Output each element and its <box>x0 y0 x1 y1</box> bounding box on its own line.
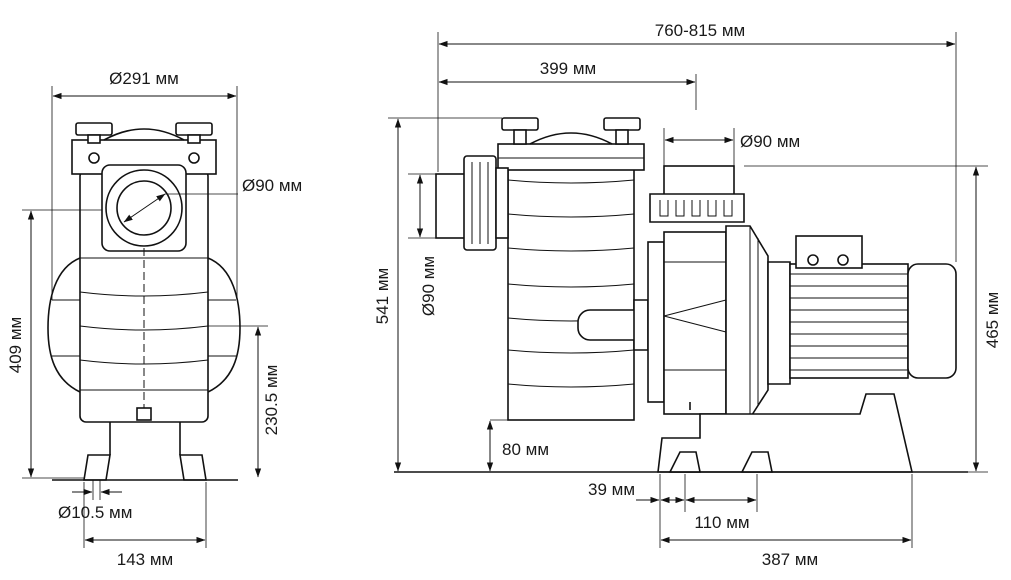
side-inlet-label: Ø90 мм <box>419 256 438 316</box>
volute <box>663 231 727 415</box>
side-outlet-height-label: 465 мм <box>983 292 1002 348</box>
front-view: Ø291 мм Ø90 мм 409 мм 230.5 мм Ø10.5 мм … <box>6 69 302 569</box>
right-housing-bulge <box>207 257 241 393</box>
side-outlet-pipe <box>663 165 735 197</box>
front-base-label: 143 мм <box>117 550 173 569</box>
side-base-length-label: 387 мм <box>762 550 818 569</box>
side-overall-length-label: 760-815 мм <box>655 21 746 40</box>
side-inlet-offset-label: 399 мм <box>540 59 596 78</box>
right-foot <box>179 454 207 481</box>
terminal-box <box>795 235 863 269</box>
left-foot <box>83 454 111 481</box>
lid-dome <box>103 128 185 141</box>
strainer-housing <box>507 165 635 421</box>
front-width-label: Ø291 мм <box>109 69 179 88</box>
side-foot-offset-label: 39 мм <box>588 480 635 499</box>
side-total-height-label: 541 мм <box>373 268 392 324</box>
side-inlet-base-label: 80 мм <box>502 440 549 459</box>
motor-adaptor <box>725 225 769 419</box>
front-bolt-label: Ø10.5 мм <box>58 503 132 522</box>
front-inlet-label: Ø90 мм <box>242 176 302 195</box>
front-axis-height-label: 230.5 мм <box>262 365 281 436</box>
volute-flange <box>647 241 665 403</box>
front-height-label: 409 мм <box>6 317 25 373</box>
side-lid <box>497 143 645 171</box>
side-view: 760-815 мм 399 мм Ø90 мм Ø90 мм 541 мм 4… <box>373 21 1002 569</box>
side-outlet-label: Ø90 мм <box>740 132 800 151</box>
left-housing-bulge <box>47 257 81 393</box>
front-inlet-bore <box>116 180 172 236</box>
side-outlet-union <box>649 193 745 223</box>
side-foot-spacing-label: 110 мм <box>694 513 749 532</box>
side-inlet-pipe <box>435 173 467 239</box>
motor-body <box>789 263 909 379</box>
motor-fan-cover <box>907 263 957 379</box>
